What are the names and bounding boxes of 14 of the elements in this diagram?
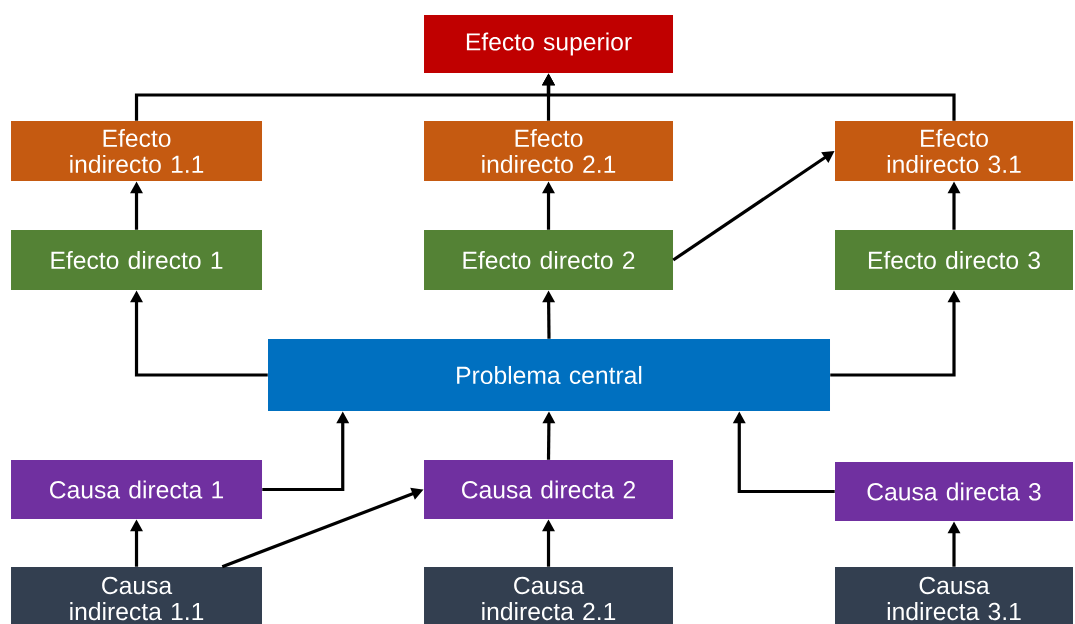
direct-cause-box: Causa directa 1 (11, 460, 262, 519)
central-problem-box: Problema central (268, 339, 830, 411)
direct-effect-box: Efecto directo 2 (424, 230, 673, 290)
indirect-effect-box: Efecto indirecto 3.1 (835, 121, 1073, 181)
top-effect-box: Efecto superior (424, 15, 673, 73)
indirect-cause-box: Causa indirecta 1.1 (11, 567, 262, 624)
indirect-cause-box: Causa indirecta 3.1 (835, 567, 1073, 624)
direct-effect-box: Efecto directo 1 (11, 230, 262, 290)
direct-effect-box: Efecto directo 3 (835, 230, 1073, 290)
indirect-effect-box: Efecto indirecto 1.1 (11, 121, 262, 181)
direct-cause-box: Causa directa 2 (424, 460, 673, 519)
indirect-effect-box: Efecto indirecto 2.1 (424, 121, 673, 181)
indirect-cause-box: Causa indirecta 2.1 (424, 567, 673, 624)
direct-cause-box: Causa directa 3 (835, 462, 1073, 521)
